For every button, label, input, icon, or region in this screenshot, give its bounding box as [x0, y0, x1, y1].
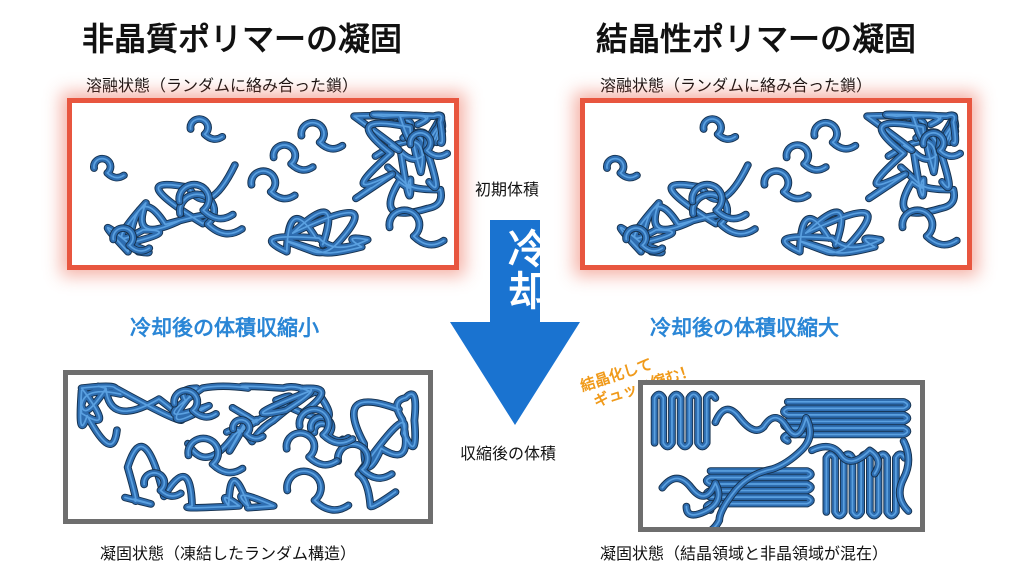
initial-volume-label: 初期体積: [475, 180, 540, 199]
loop-6-layer-2: [702, 118, 737, 140]
loop-9-layer-2: [691, 183, 747, 220]
left-solid-chains: [76, 382, 420, 514]
loop-7-layer-2: [300, 121, 344, 150]
lamella-c-layer-2: [705, 470, 812, 512]
cooling-arrow-icon: [450, 220, 580, 425]
chain-4-layer-2: [355, 113, 444, 200]
loop-5-layer-2: [337, 443, 393, 479]
chain-0-layer-2: [124, 445, 275, 509]
final-volume-label: 収縮後の体積: [460, 444, 557, 463]
left-molten-chains: [90, 110, 452, 257]
loop-0-layer-2: [93, 157, 125, 179]
chain-0-layer-2: [784, 211, 882, 254]
amorphous-1-layer-2: [713, 408, 811, 527]
loop-2-layer-2: [286, 470, 350, 511]
right-title: 結晶性ポリマーの凝固: [596, 20, 917, 58]
loop-4-layer-2: [785, 144, 827, 171]
loop-8-layer-2: [763, 170, 809, 200]
loop-3-layer-2: [691, 193, 756, 235]
left-title: 非晶質ポリマーの凝固: [82, 20, 403, 58]
loop-8-layer-2: [143, 472, 182, 497]
right-shrink-label: 冷却後の体積収縮大: [650, 316, 839, 340]
loop-9-layer-2: [178, 183, 234, 220]
right-molten-chains: [603, 110, 965, 257]
left-solid-box: [63, 370, 433, 524]
lamella-a-layer-2: [653, 393, 717, 448]
loop-7-layer-2: [813, 121, 857, 150]
loop-2-layer-2: [901, 209, 958, 246]
loop-4-layer-2: [173, 389, 217, 418]
right-molten-box: [580, 98, 972, 270]
right-solid-label: 凝固状態（結晶領域と非晶領域が混在）: [600, 544, 889, 563]
loop-2-layer-2: [388, 209, 445, 246]
loop-1-layer-2: [922, 132, 962, 158]
lamella-d-layer-0: [822, 450, 909, 520]
loop-6-layer-2: [189, 118, 224, 140]
loop-0-layer-2: [606, 157, 638, 179]
loop-5-layer-2: [112, 227, 151, 252]
loop-4-layer-2: [272, 144, 314, 171]
amorphous-4-layer-2: [898, 440, 910, 512]
left-shrink-label: 冷却後の体積収縮小: [130, 316, 319, 340]
loop-8-layer-2: [250, 170, 296, 200]
loop-1-layer-2: [409, 132, 449, 158]
right-molten-label: 溶融状態（ランダムに絡み合った鎖）: [600, 76, 873, 95]
cooling-arrow-label: 冷却: [501, 228, 547, 312]
left-molten-box: [67, 98, 459, 270]
loop-6-layer-2: [298, 408, 354, 444]
loop-9-layer-2: [285, 432, 338, 466]
chain-4-layer-2: [173, 385, 323, 421]
chain-0-layer-2: [271, 211, 369, 254]
lamella-b-layer-2: [783, 400, 909, 442]
chain-4-layer-2: [868, 113, 957, 200]
left-molten-label: 溶融状態（ランダムに絡み合った鎖）: [86, 76, 359, 95]
right-solid-box: [638, 380, 925, 532]
loop-0-layer-2: [232, 419, 264, 440]
left-solid-label: 凝固状態（凍結したランダム構造）: [100, 544, 357, 563]
loop-3-layer-2: [178, 193, 243, 235]
loop-5-layer-2: [625, 227, 664, 252]
right-solid-chains: [650, 390, 913, 527]
amorphous-2-layer-2: [661, 477, 720, 516]
amorphous-3-layer-2: [811, 445, 880, 475]
chain-2-layer-2: [79, 385, 183, 445]
loop-7-layer-2: [187, 437, 244, 474]
